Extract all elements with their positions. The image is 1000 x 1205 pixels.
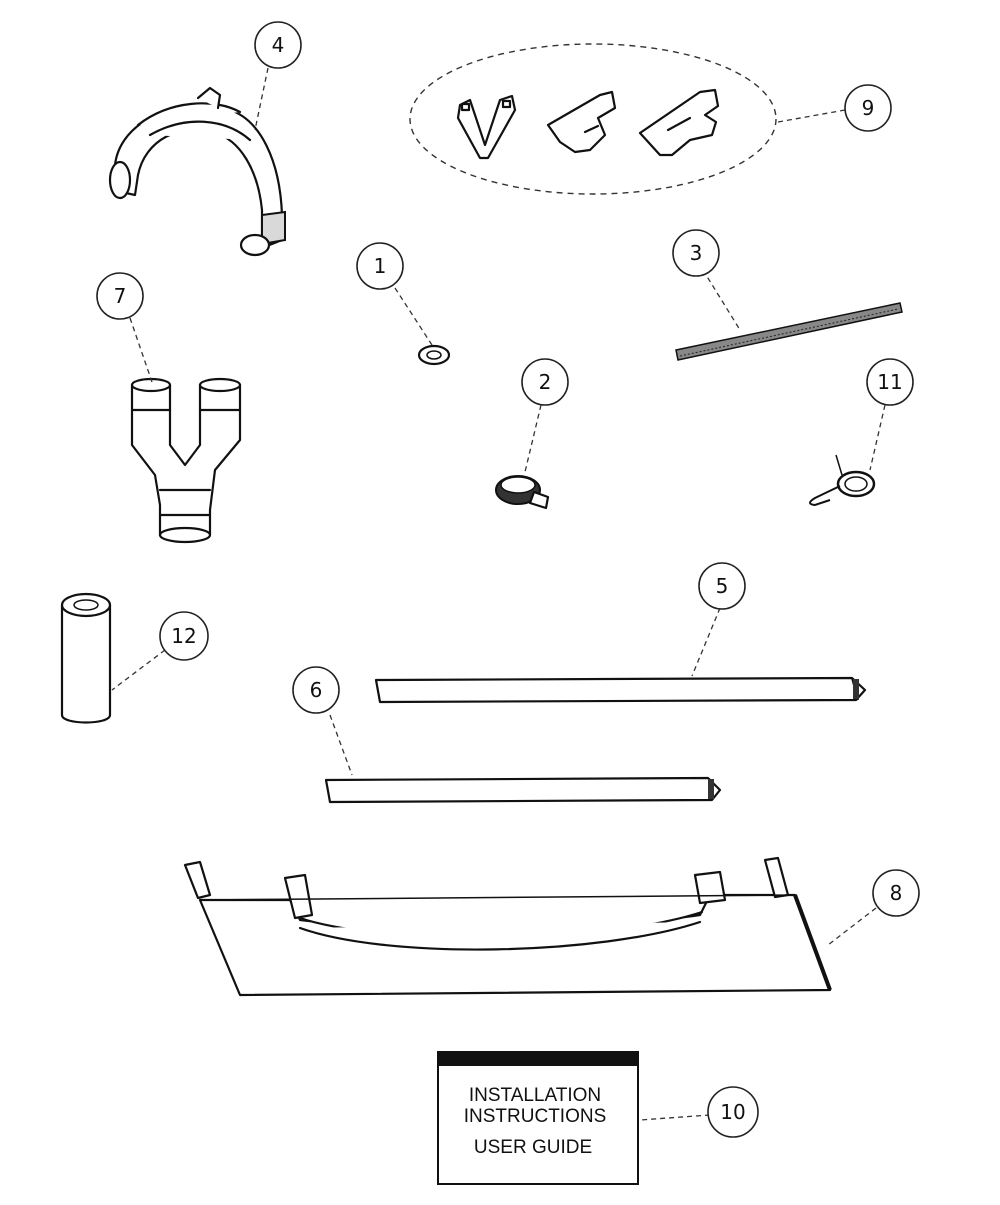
- part-5-long-strip: [374, 676, 867, 704]
- svg-text:3: 3: [690, 241, 703, 265]
- svg-text:1: 1: [374, 254, 387, 278]
- callout-7: 7: [96, 272, 144, 320]
- part-1-washer: [417, 344, 451, 366]
- svg-text:7: 7: [114, 284, 127, 308]
- callout-1: 1: [356, 242, 404, 290]
- part-6-short-strip: [324, 776, 722, 804]
- svg-text:10: 10: [720, 1100, 745, 1124]
- part-9-brackets-group: [409, 43, 777, 195]
- booklet-line-2: INSTRUCTIONS: [464, 1106, 607, 1127]
- svg-text:6: 6: [310, 678, 323, 702]
- callout-2: 2: [521, 358, 569, 406]
- callout-6: 6: [292, 666, 340, 714]
- part-10-booklet: INSTALLATION INSTRUCTIONS USER GUIDE: [437, 1051, 639, 1185]
- callout-10: 10: [707, 1086, 759, 1138]
- booklet-line-3: USER GUIDE: [474, 1137, 592, 1158]
- callout-11: 11: [866, 358, 914, 406]
- svg-text:2: 2: [539, 370, 552, 394]
- callout-12: 12: [159, 611, 209, 661]
- callout-5: 5: [698, 562, 746, 610]
- part-8-front-panel: [183, 856, 832, 997]
- callout-3: 3: [672, 229, 720, 277]
- svg-text:9: 9: [862, 96, 875, 120]
- part-4-curved-bracket: [108, 86, 286, 257]
- callout-9: 9: [844, 84, 892, 132]
- booklet-line-1: INSTALLATION: [469, 1085, 601, 1106]
- part-2-hose-clamp: [495, 475, 550, 510]
- part-11-ring-clip: [809, 454, 876, 507]
- svg-text:11: 11: [877, 370, 902, 394]
- part-7-y-connector: [130, 377, 242, 544]
- svg-text:5: 5: [716, 574, 729, 598]
- leader-lines: [111, 67, 886, 1121]
- svg-text:8: 8: [890, 881, 903, 905]
- svg-text:4: 4: [272, 33, 285, 57]
- part-3-threaded-rod: [675, 302, 903, 361]
- part-12-foam-cylinder: [60, 592, 112, 724]
- svg-text:12: 12: [171, 624, 196, 648]
- callout-8: 8: [872, 869, 920, 917]
- callout-4: 4: [254, 21, 302, 69]
